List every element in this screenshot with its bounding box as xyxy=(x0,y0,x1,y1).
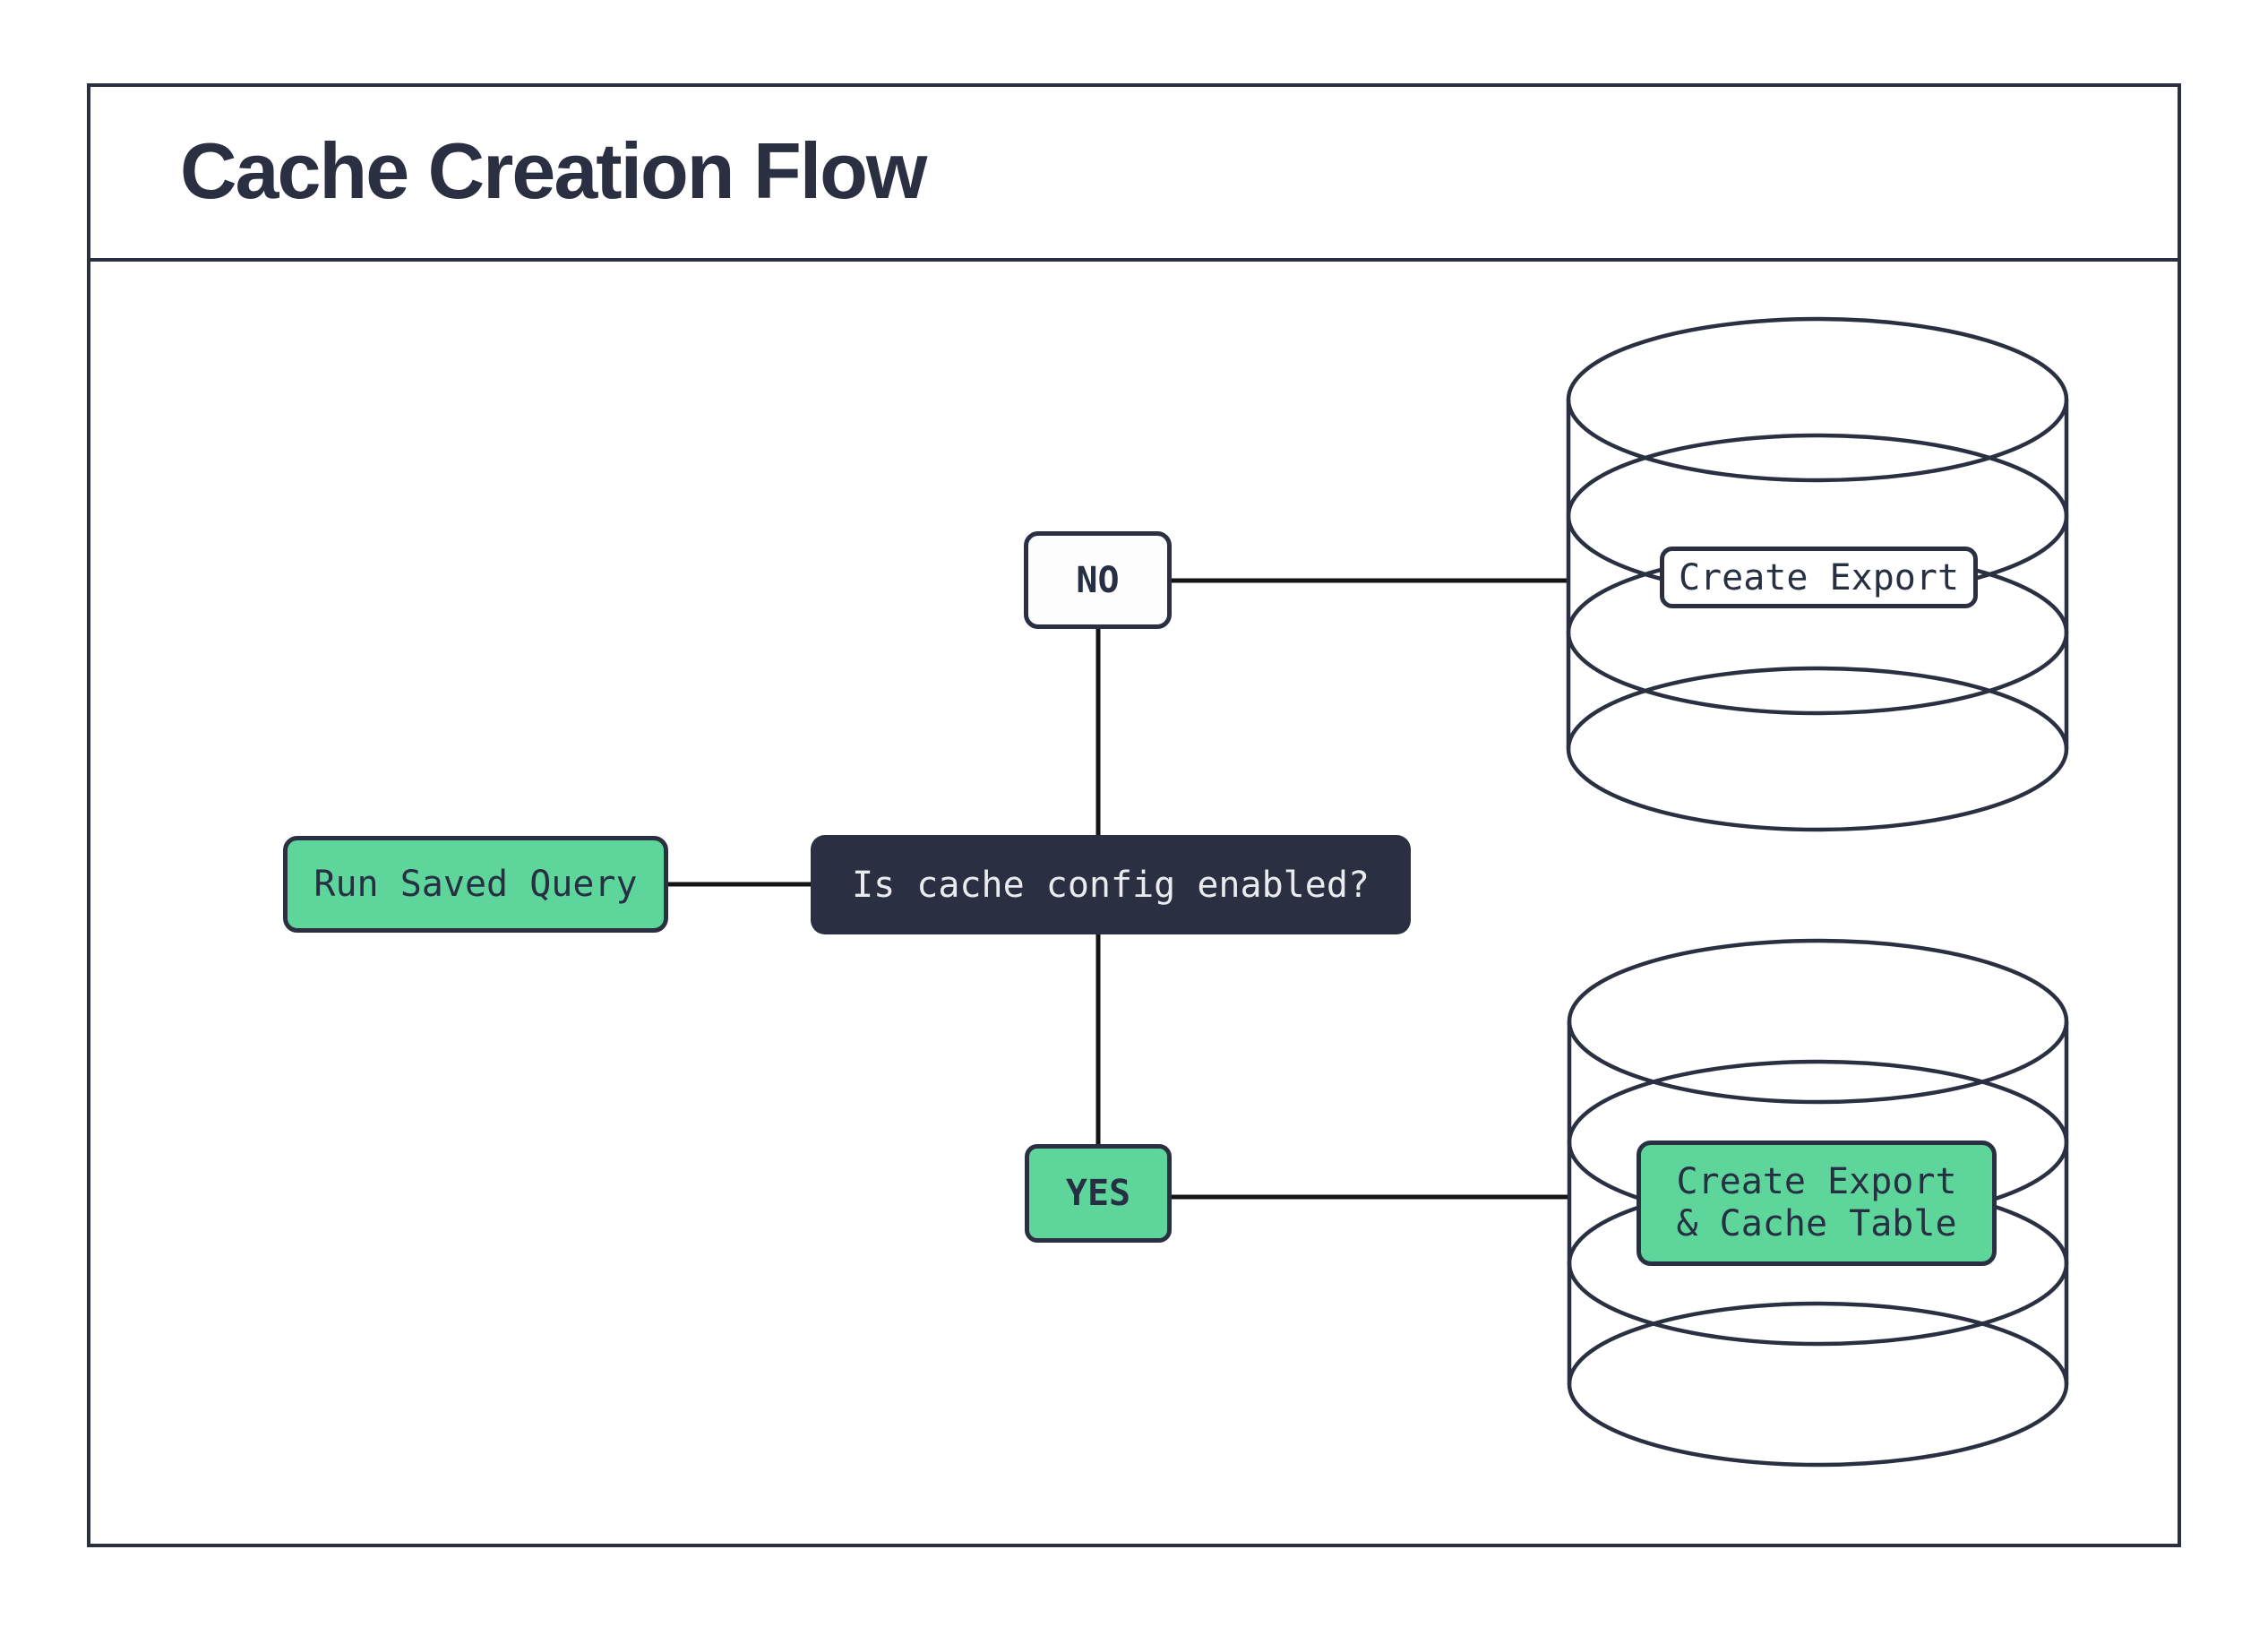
flow-node-create-export: Create Export xyxy=(1660,547,1978,608)
flow-branch-no-label: NO xyxy=(1076,559,1120,601)
flow-node-run-saved-query-label: Run Saved Query xyxy=(314,864,638,905)
flow-node-create-export-cache-table-line2: & Cache Table xyxy=(1676,1203,1957,1244)
database-cylinder-top-icon xyxy=(1566,316,2069,832)
flow-branch-yes-label: YES xyxy=(1065,1173,1131,1214)
diagram-frame xyxy=(87,83,2181,1547)
flow-branch-yes: YES xyxy=(1025,1144,1172,1243)
flow-node-decision-label: Is cache config enabled? xyxy=(852,864,1370,906)
flow-node-create-export-label: Create Export xyxy=(1678,556,1960,598)
diagram-header: Cache Creation Flow xyxy=(87,83,2181,262)
flow-node-run-saved-query: Run Saved Query xyxy=(283,836,668,933)
page-title: Cache Creation Flow xyxy=(180,125,927,215)
flow-node-decision-cache-config: Is cache config enabled? xyxy=(811,835,1411,934)
flow-branch-no: NO xyxy=(1024,531,1172,629)
flow-node-create-export-cache-table: Create Export & Cache Table xyxy=(1637,1141,1997,1266)
flow-node-create-export-cache-table-line1: Create Export xyxy=(1676,1160,1957,1202)
